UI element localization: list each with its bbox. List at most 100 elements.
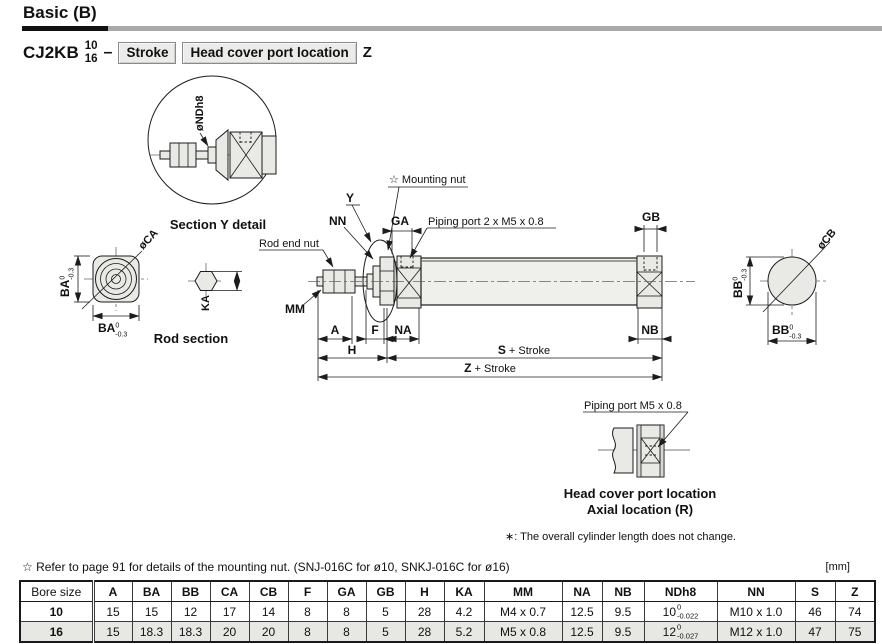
z-stroke-label: Z + Stroke [464, 361, 516, 375]
title-underline-gray [108, 26, 882, 31]
table-cell: M12 x 1.0 [716, 621, 796, 643]
page-title: Basic (B) [23, 3, 97, 22]
na-label: NA [394, 323, 412, 337]
gb-label: GB [642, 210, 660, 224]
table-cell: 9.5 [601, 621, 645, 643]
dimension-table: Bore size A BA BB CA CB F GA GB H KA MM … [19, 580, 876, 643]
column-header: NB [601, 580, 645, 602]
column-header: BA [131, 580, 172, 602]
ndh8-label: øNDh8 [194, 96, 206, 131]
column-header: A [92, 580, 133, 602]
table-cell: 4.2 [443, 601, 485, 622]
ga-label: GA [391, 214, 409, 228]
table-cell: 28 [404, 621, 445, 643]
table-cell: 28 [404, 601, 445, 622]
table-cell: 75 [834, 621, 876, 643]
table-header-row: Bore size A BA BB CA CB F GA GB H KA MM … [19, 580, 876, 602]
column-header: GA [326, 580, 367, 602]
table-cell: 9.5 [601, 601, 645, 622]
ndh8-value: 12 [662, 624, 677, 639]
technical-drawing: øNDh8 Section Y detail øCA BA0-0.3 BA0-0… [58, 75, 839, 543]
ndh8-tolerance-lower: -0.022 [677, 611, 699, 620]
model-series: CJ2KB [23, 42, 79, 62]
stroke-option-box: Stroke [118, 41, 177, 64]
bore-size-options: 10 16 [85, 40, 98, 64]
table-cell: 5.2 [443, 621, 485, 643]
table-cell: 20 [248, 621, 289, 643]
cb-label: øCB [815, 227, 839, 252]
piping-port-label: Piping port M5 x 0.8 [584, 400, 682, 412]
table-cell: 16 [19, 621, 95, 643]
ba-horizontal-label: BA0-0.3 [98, 321, 127, 339]
rod-section-label: Rod section [154, 331, 228, 346]
model-dash: – [103, 43, 113, 61]
rod-section-view: KA Rod section [154, 263, 242, 346]
model-number-line: CJ2KB 10 16 – Stroke Head cover port loc… [23, 39, 372, 66]
column-header: CA [209, 580, 250, 602]
table-cell: 5 [365, 601, 406, 622]
table-cell: 8 [326, 601, 367, 622]
column-header: H [404, 580, 445, 602]
y-label: Y [346, 191, 354, 205]
head-cover-port-location-box: Head cover port location [182, 41, 357, 64]
bb-vertical-label: BB0-0.3 [731, 269, 749, 298]
table-cell: 18.3 [170, 621, 211, 643]
front-view-rod-cover: øCA BA0-0.3 BA0-0.3 [58, 227, 161, 338]
table-cell: 12.5 [561, 621, 603, 643]
nb-label: NB [641, 323, 659, 337]
end-view-head-cover: øCB BB0-0.3 BB0-0.3 [731, 227, 839, 345]
column-header: S [794, 580, 836, 602]
axial-location-title: Axial location (R) [587, 502, 693, 517]
table-cell: 74 [834, 601, 876, 622]
section-y-detail-drawing: øNDh8 Section Y detail [147, 75, 277, 232]
piping-port-2-label: Piping port 2 x M5 x 0.8 [428, 216, 544, 228]
bb-horizontal-label: BB0-0.3 [772, 323, 801, 341]
ka-label: KA [200, 295, 212, 311]
column-header: CB [248, 580, 289, 602]
table-row: 16 15 18.3 18.3 20 20 8 8 5 28 5.2 M5 x … [19, 621, 876, 643]
column-header: BB [170, 580, 211, 602]
table-cell: 5 [365, 621, 406, 643]
ba-vertical-label: BA0-0.3 [58, 268, 76, 297]
column-header: NDh8 [643, 580, 718, 602]
a-label: A [331, 323, 340, 337]
mm-label: MM [285, 302, 305, 316]
table-cell: 14 [248, 601, 289, 622]
head-cover-port-location-detail: Piping port M5 x 0.8 Head cover port loc… [505, 400, 736, 543]
column-header: F [287, 580, 328, 602]
table-cell: 46 [794, 601, 836, 622]
column-header: GB [365, 580, 406, 602]
column-header: MM [483, 580, 563, 602]
column-header: NA [561, 580, 603, 602]
axial-note: ∗: The overall cylinder length does not … [505, 531, 736, 543]
mounting-nut-footnote: ☆ Refer to page 91 for details of the mo… [22, 560, 510, 574]
ca-label: øCA [136, 227, 160, 252]
nn-label: NN [329, 214, 346, 228]
table-row: 10 15 15 12 17 14 8 8 5 28 4.2 M4 x 0.7 … [19, 601, 876, 622]
column-header: Bore size [19, 580, 95, 602]
h-label: H [348, 343, 357, 357]
ndh8-tolerance-upper: 0 [677, 602, 682, 612]
table-cell: 18.3 [131, 621, 172, 643]
table-cell: M10 x 1.0 [716, 601, 796, 622]
bore-option-10: 10 [84, 40, 98, 53]
table-cell: 15 [131, 601, 172, 622]
column-header: KA [443, 580, 485, 602]
table-cell: 10 [19, 601, 95, 622]
ndh8-tolerance-upper: 0 [677, 622, 682, 632]
s-stroke-label: S + Stroke [498, 343, 550, 357]
table-cell: 15 [92, 601, 133, 622]
table-cell: 15 [92, 621, 133, 643]
column-header: NN [716, 580, 796, 602]
table-cell: 8 [326, 621, 367, 643]
ndh8-value: 10 [662, 604, 677, 619]
column-header: Z [834, 580, 876, 602]
table-cell: 17 [209, 601, 250, 622]
table-cell: 12.5 [561, 601, 603, 622]
mounting-nut-label: ☆ Mounting nut [389, 174, 466, 186]
table-cell: 8 [287, 601, 328, 622]
ndh8-tolerance-lower: -0.027 [677, 631, 699, 640]
